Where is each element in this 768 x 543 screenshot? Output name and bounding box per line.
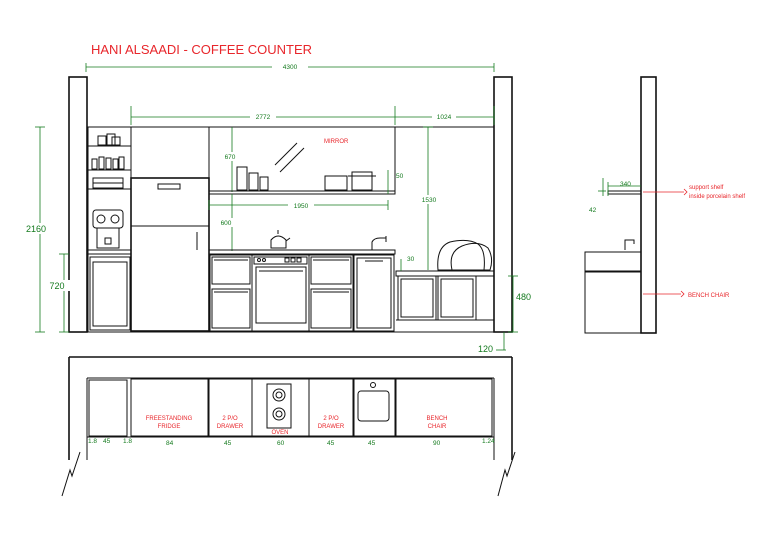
- plan-drawer-a-label-2: DRAWER: [217, 424, 244, 430]
- mirror: MIRROR: [208, 127, 396, 192]
- plan-width-7: 45: [327, 440, 335, 447]
- plan-drawer-b: [308, 378, 354, 437]
- plan-width-6: 60: [277, 440, 285, 447]
- plan-oven-label: OVEN: [271, 430, 288, 436]
- plan-drawer-a-label-1: 2 P/O: [222, 416, 238, 422]
- drawer-stack-b: [308, 254, 354, 332]
- dim-total-width-label: 4300: [283, 64, 298, 71]
- dim-shelf-length-label: 1950: [294, 203, 309, 210]
- dim-bench-step-label: 30: [407, 256, 415, 263]
- plan-width-9: 90: [433, 440, 441, 447]
- side-elevation: 340 42 support shelf inside porcelain sh…: [584, 76, 745, 334]
- dim-side-shelf-thickness-label: 42: [589, 207, 597, 214]
- dim-backsplash-height-label: 600: [221, 220, 232, 227]
- oven-elevation: [251, 254, 310, 332]
- fridge-elevation: [130, 177, 210, 332]
- plan-fridge-label-1: FREESTANDING: [146, 416, 193, 422]
- plan-width-3: 1.8: [123, 438, 132, 445]
- dim-counter-height-label: 720: [49, 281, 64, 291]
- support-shelf-note: support shelf inside porcelain shelf: [643, 185, 745, 200]
- dim-mirror-height: 670: [218, 127, 244, 192]
- dim-total-width: 4300: [85, 61, 495, 72]
- plan-width-2: 45: [103, 438, 111, 445]
- open-shelf: [208, 166, 396, 195]
- dim-counter-height: 720: [48, 253, 70, 333]
- bench-chair-side-label: BENCH CHAIR: [688, 293, 730, 299]
- plan-fridge: [130, 378, 209, 437]
- break-line-right: [497, 451, 516, 497]
- bench-chair-elevation: [395, 239, 495, 321]
- dim-bench-base-label: 120: [478, 344, 493, 354]
- dim-bench-step: 30: [400, 256, 415, 271]
- dim-bench-height: 480: [508, 275, 531, 333]
- sink-cabinet: [353, 254, 395, 332]
- bench-chair-note: BENCH CHAIR: [643, 290, 730, 299]
- dim-side-shelf: 340 42: [589, 178, 641, 214]
- plan-hob: OVEN: [251, 378, 310, 437]
- plan-drawer-b-label-2: DRAWER: [318, 424, 345, 430]
- dim-bench-height-label: 480: [516, 292, 531, 302]
- plan-drawer-b-label-1: 2 P/O: [323, 416, 339, 422]
- plan-bench: [395, 378, 493, 437]
- dim-upper-span-label: 2772: [256, 114, 271, 121]
- kettle: [270, 230, 291, 249]
- dim-shelf-height-label: 50: [396, 173, 404, 180]
- break-line-left: [61, 451, 81, 497]
- left-wall: [68, 76, 88, 333]
- dim-shelf-length: 1950: [208, 200, 389, 210]
- side-wall: [640, 76, 657, 334]
- dim-bench-base: 120: [478, 332, 506, 354]
- dim-shelf-height: 50: [387, 170, 404, 194]
- dim-side-shelf-depth-label: 340: [620, 181, 631, 188]
- plan-view: FREESTANDING FRIDGE 2 P/O DRAWER OVEN 2 …: [61, 356, 516, 497]
- plan-width-10: 1.24: [482, 438, 495, 445]
- dim-upper-span-right-label: 1024: [437, 114, 452, 121]
- side-counter: [584, 239, 642, 334]
- dim-overall-height: 2160: [24, 126, 48, 333]
- drawing-title: HANI ALSAADI - COFFEE COUNTER: [91, 42, 312, 57]
- dim-tall-height: 1530: [417, 126, 441, 270]
- right-wall: [493, 76, 513, 333]
- mirror-label: MIRROR: [324, 139, 349, 145]
- faucet: [371, 236, 387, 250]
- plan-sink: [353, 378, 396, 437]
- countertop: [208, 249, 396, 255]
- front-elevation: 4300 2772 1024: [24, 61, 531, 354]
- dim-backsplash-height: 600: [218, 194, 244, 251]
- support-shelf-label: support shelf: [689, 185, 724, 191]
- plan-widths: 1.8 45 1.8 84 45 60 45 45 90 1.24: [88, 438, 495, 447]
- side-shelf: [607, 190, 642, 195]
- drawer-stack-a: [209, 254, 253, 332]
- dim-upper-span: 2772: [130, 106, 396, 125]
- dim-mirror-height-label: 670: [225, 154, 236, 161]
- support-shelf-sub-label: inside porcelain shelf: [689, 194, 745, 200]
- plan-shelf-unit: [88, 379, 128, 437]
- plan-bench-label-1: BENCH: [426, 416, 447, 422]
- dim-upper-span-right: 1024: [395, 106, 495, 125]
- plan-fridge-label-2: FRIDGE: [158, 424, 181, 430]
- plan-width-1: 1.8: [88, 438, 97, 445]
- dim-overall-height-label: 2160: [26, 224, 46, 234]
- tall-shelf-unit: [87, 126, 132, 333]
- plan-width-5: 45: [224, 440, 232, 447]
- dim-tall-height-label: 1530: [422, 197, 437, 204]
- plan-width-4: 84: [166, 440, 174, 447]
- plan-bench-label-2: CHAIR: [428, 424, 447, 430]
- plan-width-8: 45: [368, 440, 376, 447]
